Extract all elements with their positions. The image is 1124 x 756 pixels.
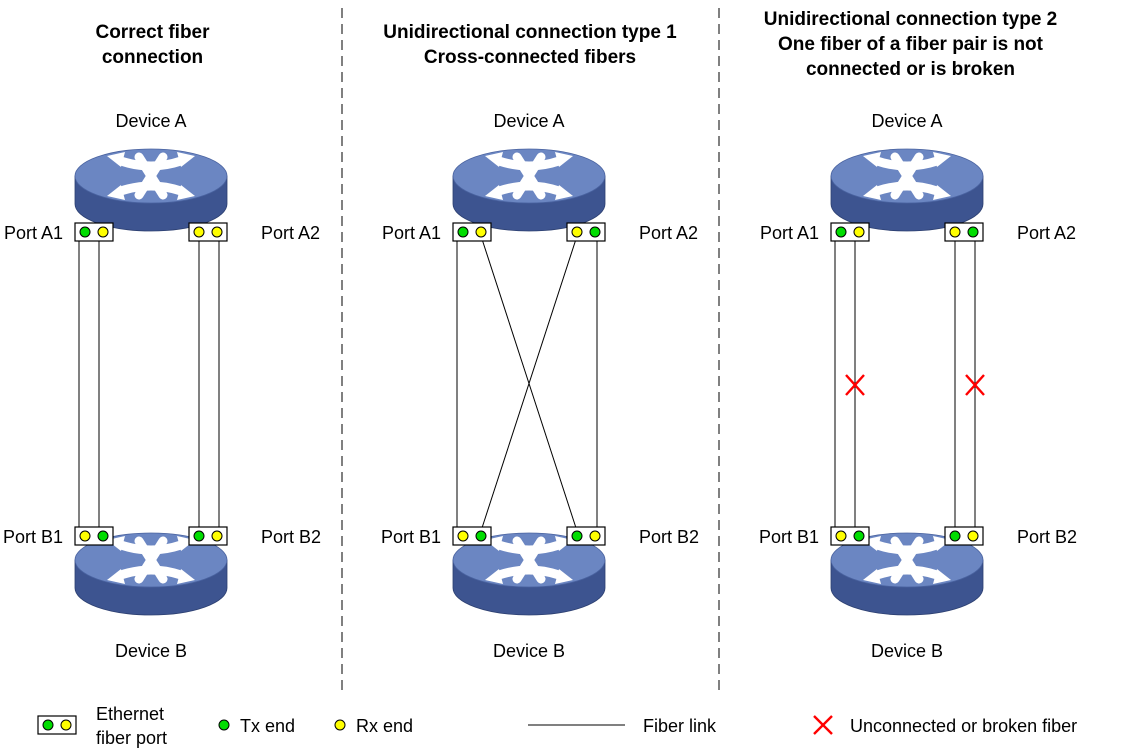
device-b-label: Device B [871, 641, 943, 661]
rx-dot [457, 530, 469, 542]
tx-dot [571, 530, 583, 542]
broken-fiber-mark [845, 374, 865, 396]
port-a1-label: Port A1 [4, 223, 63, 243]
legend-tx-label: Tx end [240, 716, 296, 736]
rx-dot [571, 226, 583, 238]
port-a1-label: Port A1 [760, 223, 819, 243]
device-a-label: Device A [493, 111, 564, 131]
legend-broken-fiber-label: Unconnected or broken fiber [850, 716, 1078, 736]
tx-dot [835, 226, 847, 238]
rx-dot [79, 530, 91, 542]
panel-2-title-line: Unidirectional connection type 1 [383, 22, 677, 43]
port-b1 [74, 526, 114, 546]
rx-dot [853, 226, 865, 238]
tx-dot [853, 530, 865, 542]
legend-ethernet-port-line: Ethernet [96, 704, 165, 724]
legend [37, 715, 833, 735]
tx-dot [589, 226, 601, 238]
port-b2-label: Port B2 [639, 527, 699, 547]
legend-rx-label: Rx end [356, 716, 414, 736]
tx-dot [475, 530, 487, 542]
tx-dot [457, 226, 469, 238]
rx-dot [211, 226, 223, 238]
port-a2-label: Port A2 [639, 223, 698, 243]
panel-1-title-line: Correct fiber [95, 22, 210, 43]
rx-dot [97, 226, 109, 238]
rx-dot [193, 226, 205, 238]
panel-2-title: Unidirectional connection type 1 Cross-c… [350, 20, 710, 70]
port-a2-label: Port A2 [261, 223, 320, 243]
port-a2 [944, 222, 984, 242]
port-a2 [566, 222, 606, 242]
port-a1 [830, 222, 870, 242]
device-b-label: Device B [493, 641, 565, 661]
rx-dot [835, 530, 847, 542]
fiber-link [480, 235, 578, 532]
port-b1 [452, 526, 492, 546]
port-b2-label: Port B2 [261, 527, 321, 547]
port-b1-label: Port B1 [759, 527, 819, 547]
legend-ethernet-port-line: fiber port [96, 728, 168, 748]
broken-fiber-mark [965, 374, 985, 396]
panel-3-title-line: One fiber of a fiber pair is not [778, 34, 1043, 55]
port-a1 [452, 222, 492, 242]
tx-dot [193, 530, 205, 542]
panel-1-title: Correct fiber connection [40, 20, 265, 70]
port-a1-label: Port A1 [382, 223, 441, 243]
device-b-label: Device B [115, 641, 187, 661]
device-a-label: Device A [115, 111, 186, 131]
legend-broken-fiber-icon [813, 715, 833, 735]
legend-port-tx-dot [42, 719, 54, 731]
device-a-router-icon [75, 149, 227, 231]
panel-3-title-line: Unidirectional connection type 2 [763, 9, 1058, 30]
legend-rx-icon [334, 719, 346, 731]
panel-3-title: Unidirectional connection type 2 One fib… [728, 7, 1093, 82]
port-b2 [944, 526, 984, 546]
rx-dot [475, 226, 487, 238]
rx-dot [589, 530, 601, 542]
rx-dot [967, 530, 979, 542]
tx-dot [97, 530, 109, 542]
legend-tx-icon [218, 719, 230, 731]
panel-3-title-line: connected or is broken [805, 59, 1016, 80]
port-a1 [74, 222, 114, 242]
rx-dot [949, 226, 961, 238]
device-a-label: Device A [871, 111, 942, 131]
tx-dot [79, 226, 91, 238]
port-a2 [188, 222, 228, 242]
legend-port-rx-dot [60, 719, 72, 731]
panel-2-title-line: Cross-connected fibers [423, 47, 637, 68]
legend-ethernet-port-label: Ethernet fiber port [96, 702, 167, 750]
port-b1 [830, 526, 870, 546]
rx-dot [211, 530, 223, 542]
panel-1-title-line: connection [101, 47, 204, 68]
port-b1-label: Port B1 [3, 527, 63, 547]
tx-dot [967, 226, 979, 238]
device-a-router-icon [831, 149, 983, 231]
port-b2-label: Port B2 [1017, 527, 1077, 547]
legend-fiber-link-label: Fiber link [643, 716, 717, 736]
port-b2 [566, 526, 606, 546]
port-b1-label: Port B1 [381, 527, 441, 547]
device-a-router-icon [453, 149, 605, 231]
port-b2 [188, 526, 228, 546]
port-a2-label: Port A2 [1017, 223, 1076, 243]
tx-dot [949, 530, 961, 542]
